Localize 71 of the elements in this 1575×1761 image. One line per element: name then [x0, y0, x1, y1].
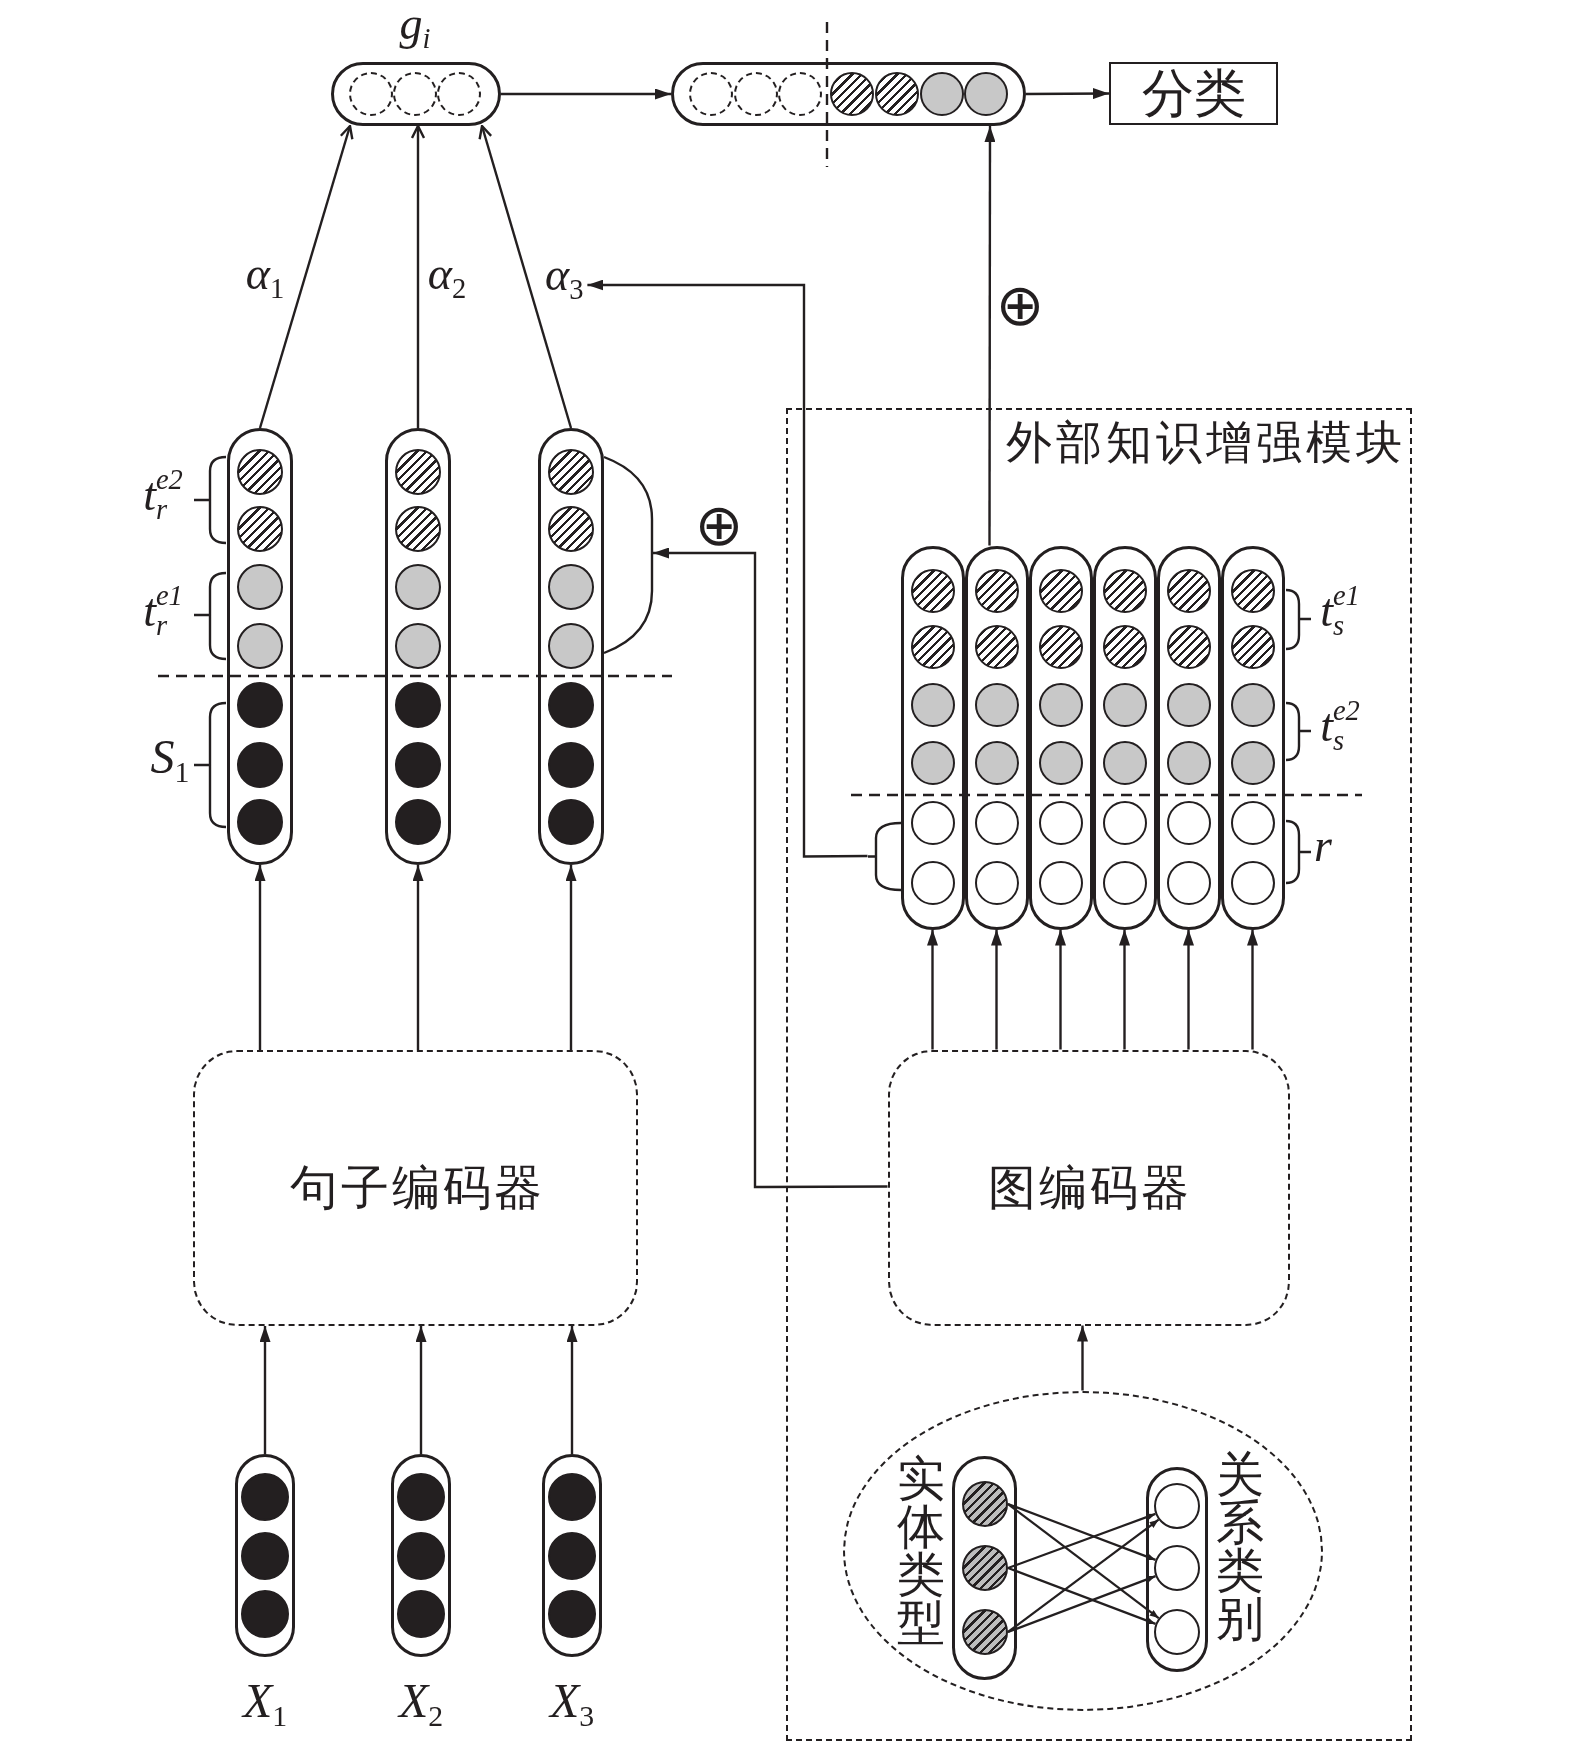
hatched-circle [962, 1481, 1008, 1527]
arrow [927, 929, 938, 1050]
arrow [1026, 88, 1109, 100]
vector-capsule [952, 1456, 1017, 1680]
vector-capsule [542, 1454, 602, 1657]
vector-capsule [235, 1454, 295, 1657]
module-title: 外部知识增强模块 [1005, 420, 1406, 466]
arrow [1119, 929, 1130, 1050]
bracket [604, 455, 654, 655]
module-frame [786, 408, 1412, 1741]
vector-capsule [1156, 545, 1221, 930]
vector-capsule [964, 545, 1029, 930]
arrow [991, 929, 1002, 1050]
arrow [1007, 1503, 1160, 1619]
vector-capsule [1092, 545, 1157, 930]
arrow [259, 1326, 271, 1454]
arrow [1055, 929, 1066, 1050]
hatched-circle [962, 1609, 1008, 1655]
arrow [501, 88, 671, 100]
empty-circle [1154, 1545, 1200, 1591]
math-label: g$_{i}$ [399, 1, 431, 47]
output-box [1109, 62, 1278, 125]
encoder-label: 句子编码器 [288, 1164, 545, 1212]
vector-capsule [1220, 545, 1285, 930]
empty-circle [1154, 1483, 1200, 1529]
arrow [566, 1326, 578, 1454]
math-label: α$_{3}$ [545, 252, 584, 298]
vector-capsule [900, 545, 965, 930]
encoder-label: 图编码器 [987, 1163, 1192, 1212]
arrow [415, 1326, 427, 1454]
arrow [410, 124, 426, 428]
math-label: S$_{1}$ [150, 733, 190, 781]
arrow [258, 124, 354, 429]
output-label: 分类 [1141, 67, 1246, 120]
vector-capsule [671, 62, 1026, 126]
vector-capsule [1146, 1467, 1208, 1672]
arrow [478, 124, 573, 429]
arrow [1183, 929, 1194, 1050]
math-label: X$_{2}$ [398, 1677, 444, 1725]
arrow [653, 547, 888, 1189]
vector-capsule [227, 428, 293, 865]
arrow [1247, 929, 1258, 1050]
empty-circle [1154, 1609, 1200, 1655]
arrow [1077, 1325, 1088, 1391]
arrow [254, 865, 266, 1050]
math-label: X$_{1}$ [242, 1677, 288, 1725]
hatched-circle [962, 1545, 1008, 1591]
vector-capsule [331, 62, 501, 126]
vector-capsule [538, 428, 604, 865]
arrow [1007, 1518, 1160, 1633]
arrow [984, 126, 996, 546]
brace [867, 820, 901, 892]
arrow [1007, 1575, 1156, 1634]
encoder-box [887, 1049, 1290, 1326]
vector-capsule [391, 1454, 451, 1657]
arrow [1007, 1502, 1156, 1561]
vertical-label: 关系类别 [1216, 1451, 1264, 1643]
arrow [1007, 1566, 1156, 1625]
arrow [1007, 1512, 1156, 1570]
edge-label: ⊕ [995, 281, 1045, 331]
math-label: X$_{3}$ [549, 1677, 595, 1725]
vertical-label: 实体类型 [897, 1455, 945, 1647]
math-label: r [1314, 823, 1332, 869]
arrow [565, 865, 577, 1050]
arrow [412, 865, 424, 1050]
arrow [587, 279, 868, 858]
encoder-box [193, 1050, 638, 1326]
vector-capsule [385, 428, 451, 865]
vector-capsule [1028, 545, 1093, 930]
edge-label: ⊕ [694, 501, 744, 551]
dashed-ellipse [842, 1390, 1323, 1711]
